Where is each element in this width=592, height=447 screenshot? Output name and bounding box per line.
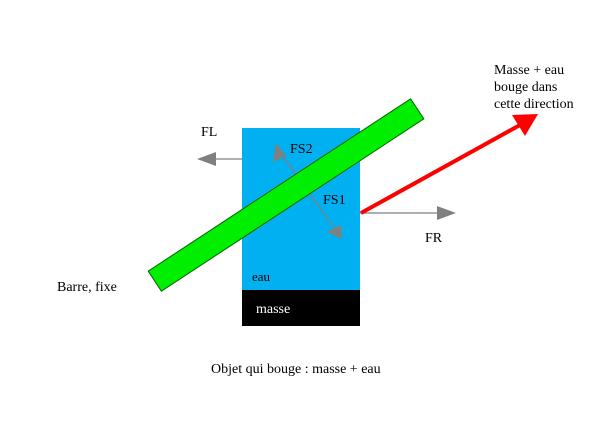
fl-arrow — [197, 152, 242, 166]
fr-label: FR — [425, 231, 443, 246]
direction-label-line1: Masse + eau — [494, 63, 564, 78]
mass-block — [242, 290, 360, 326]
direction-label-line3: cette direction — [494, 97, 574, 112]
fl-label: FL — [201, 125, 217, 140]
mass-label: masse — [256, 302, 290, 317]
motion-arrow — [360, 114, 538, 215]
bar-label: Barre, fixe — [57, 280, 117, 295]
fixed-bar — [147, 98, 425, 292]
water-label: eau — [252, 269, 271, 284]
direction-label-line2: bouge dans — [494, 80, 557, 95]
caption: Objet qui bouge : masse + eau — [211, 362, 381, 377]
fs-arrow — [273, 143, 342, 239]
fr-arrow — [360, 206, 456, 220]
fs2-label: FS2 — [290, 142, 313, 157]
fs1-label: FS1 — [323, 193, 346, 208]
